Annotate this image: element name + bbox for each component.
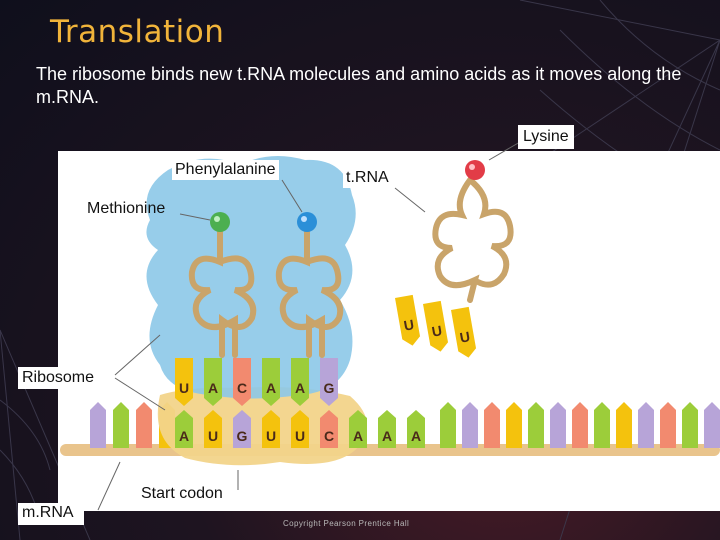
codon-letter: A [382, 428, 392, 444]
codon-base [262, 410, 280, 448]
lysine-anticodon-letter: U [459, 328, 472, 346]
anticodon-base [262, 358, 280, 406]
anticodon-letter: G [324, 380, 335, 396]
anticodon-base [233, 358, 251, 406]
label-start-codon: Start codon [138, 484, 226, 504]
codon-base [320, 410, 338, 448]
slide-title: Translation [50, 14, 225, 50]
mrna-base [462, 402, 478, 448]
label-trna: t.RNA [343, 168, 392, 188]
mrna-base [440, 402, 456, 448]
anticodon-base [320, 358, 338, 406]
mrna-base [594, 402, 610, 448]
codon-base [204, 410, 222, 448]
mrna-base [506, 402, 522, 448]
codon-letter: U [266, 428, 276, 444]
codon-base [291, 410, 309, 448]
trna-methionine [188, 229, 257, 358]
codon-letter: A [179, 428, 189, 444]
mrna-base [616, 402, 632, 448]
codon-base [407, 410, 425, 448]
mrna-base [484, 402, 500, 448]
label-phenylalanine: Phenylalanine [172, 160, 279, 180]
lysine-anticodon-base: U [395, 294, 421, 346]
lysine-anticodon-base: U [451, 306, 477, 358]
anticodon-letter: A [295, 380, 305, 396]
mrna-base [682, 402, 698, 448]
mrna-base [113, 402, 129, 448]
mrna-base [528, 402, 544, 448]
codon-letter: C [324, 428, 334, 444]
codon-base [233, 410, 251, 448]
methionine-amino-acid [210, 212, 230, 232]
label-mrna: m.RNA [18, 503, 84, 525]
mrna-base [572, 402, 588, 448]
mrna-base [90, 402, 106, 448]
codon-letter: A [353, 428, 363, 444]
mrna-base [550, 402, 566, 448]
anticodon-letter: A [208, 380, 218, 396]
phenylalanine-amino-acid [297, 212, 317, 232]
copyright-notice: Copyright Pearson Prentice Hall [283, 519, 410, 528]
anticodon-letter: U [179, 380, 189, 396]
mrna-base [660, 402, 676, 448]
lysine-amino-acid [465, 160, 485, 180]
anticodon-base [291, 358, 309, 406]
anticodon-letter: C [237, 380, 247, 396]
mrna-base [704, 402, 720, 448]
lysine-anticodon-letter: U [403, 316, 416, 334]
codon-letter: U [295, 428, 305, 444]
trna-phenylalanine [275, 229, 344, 358]
codon-letter: G [237, 428, 248, 444]
lysine-anticodon-base: U [423, 300, 449, 352]
label-lysine: Lysine [518, 125, 574, 149]
slide-subtitle: The ribosome binds new t.RNA molecules a… [36, 64, 682, 107]
base-pairs: A U U A G C U A U A C G A A A [175, 358, 425, 448]
codon-base [378, 410, 396, 448]
anticodon-letter: A [266, 380, 276, 396]
lysine-anticodon-letter: U [431, 322, 444, 340]
trna-lysine [432, 177, 514, 303]
label-methionine: Methionine [87, 200, 166, 217]
codon-letter: U [208, 428, 218, 444]
anticodon-base [204, 358, 222, 406]
mrna-strand [90, 402, 720, 448]
codon-base [175, 410, 193, 448]
codon-base [349, 410, 367, 448]
label-ribosome: Ribosome [18, 367, 99, 389]
mrna-base [638, 402, 654, 448]
mrna-base [136, 402, 152, 448]
anticodon-base [175, 358, 193, 406]
codon-letter: A [411, 428, 421, 444]
